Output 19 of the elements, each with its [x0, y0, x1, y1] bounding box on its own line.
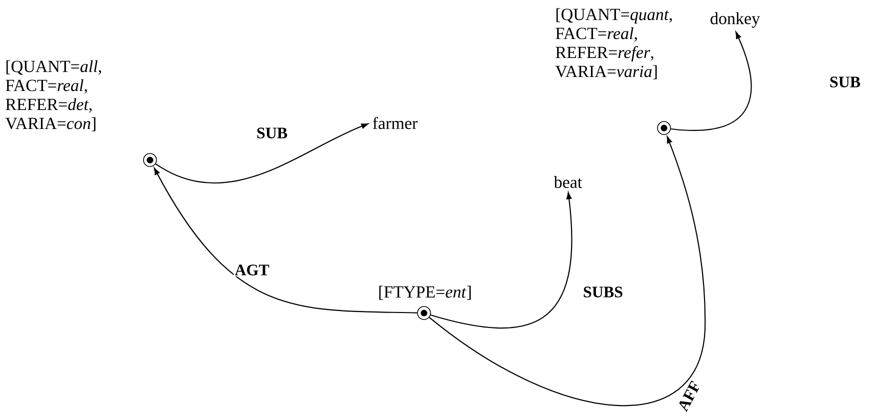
- edge-label: AGT: [234, 264, 270, 276]
- feature-label: [FTYPE=ent]: [379, 286, 471, 300]
- arrow: [154, 168, 418, 314]
- bullseye-node: [657, 121, 671, 135]
- arrow: [429, 136, 706, 406]
- edge-label: SUBS: [582, 286, 624, 298]
- arrow: [155, 123, 368, 184]
- word-label: donkey: [710, 12, 760, 28]
- word-label: farmer: [372, 116, 418, 130]
- feature-label: [QUANT=all, FACT=real, REFER=det, VARIA=con]: [5, 60, 102, 132]
- arrow: [430, 192, 572, 328]
- edge-label: SUB: [828, 76, 862, 88]
- edge-label: AFF: [676, 378, 702, 414]
- feature-label: [QUANT=quant, FACT=real, REFER=refer, VARIA=varia]: [555, 8, 672, 80]
- arrow: [670, 32, 752, 131]
- edge-label: SUB: [255, 126, 289, 140]
- bullseye-node: [143, 153, 157, 167]
- bullseye-node: [417, 306, 431, 320]
- word-label: beat: [554, 176, 582, 188]
